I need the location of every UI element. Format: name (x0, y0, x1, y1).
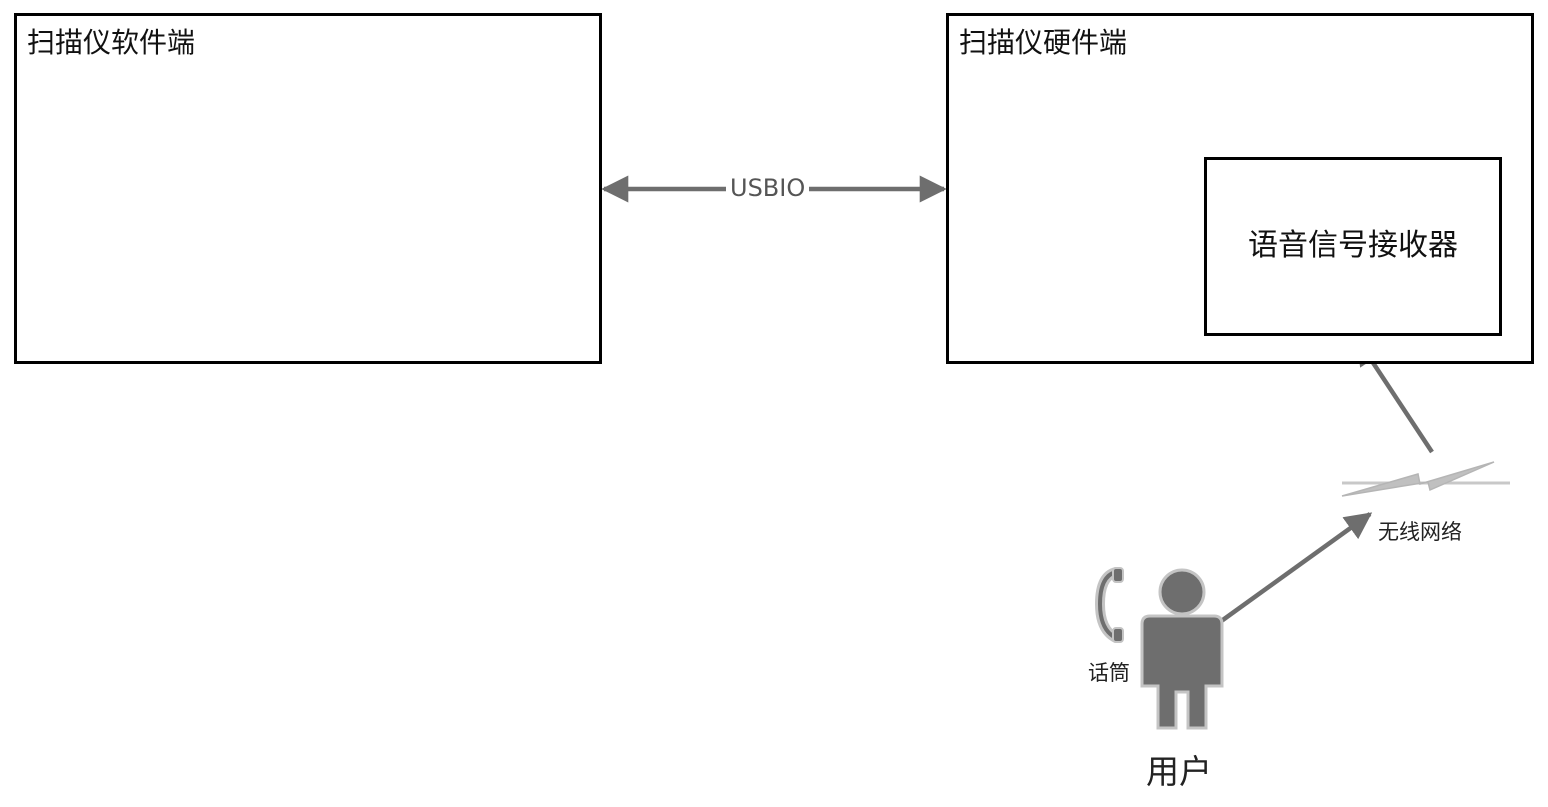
person-icon (1140, 568, 1224, 730)
lightning-bolt-icon (1341, 461, 1510, 497)
scanner-software-box: 扫描仪软件端 (14, 13, 602, 364)
user-label: 用户 (1146, 752, 1212, 791)
scanner-software-title: 扫描仪软件端 (27, 26, 196, 59)
voice-receiver-box: 语音信号接收器 (1204, 157, 1502, 336)
user-to-wireless-arrow (1218, 512, 1373, 624)
telephone-handset-icon (1094, 567, 1124, 643)
wireless-network-label: 无线网络 (1378, 520, 1462, 544)
usb-connector-label: USBIO (726, 172, 810, 204)
handset-label: 话筒 (1088, 661, 1130, 685)
voice-receiver-label: 语音信号接收器 (1248, 228, 1458, 263)
scanner-hardware-title: 扫描仪硬件端 (959, 26, 1128, 59)
